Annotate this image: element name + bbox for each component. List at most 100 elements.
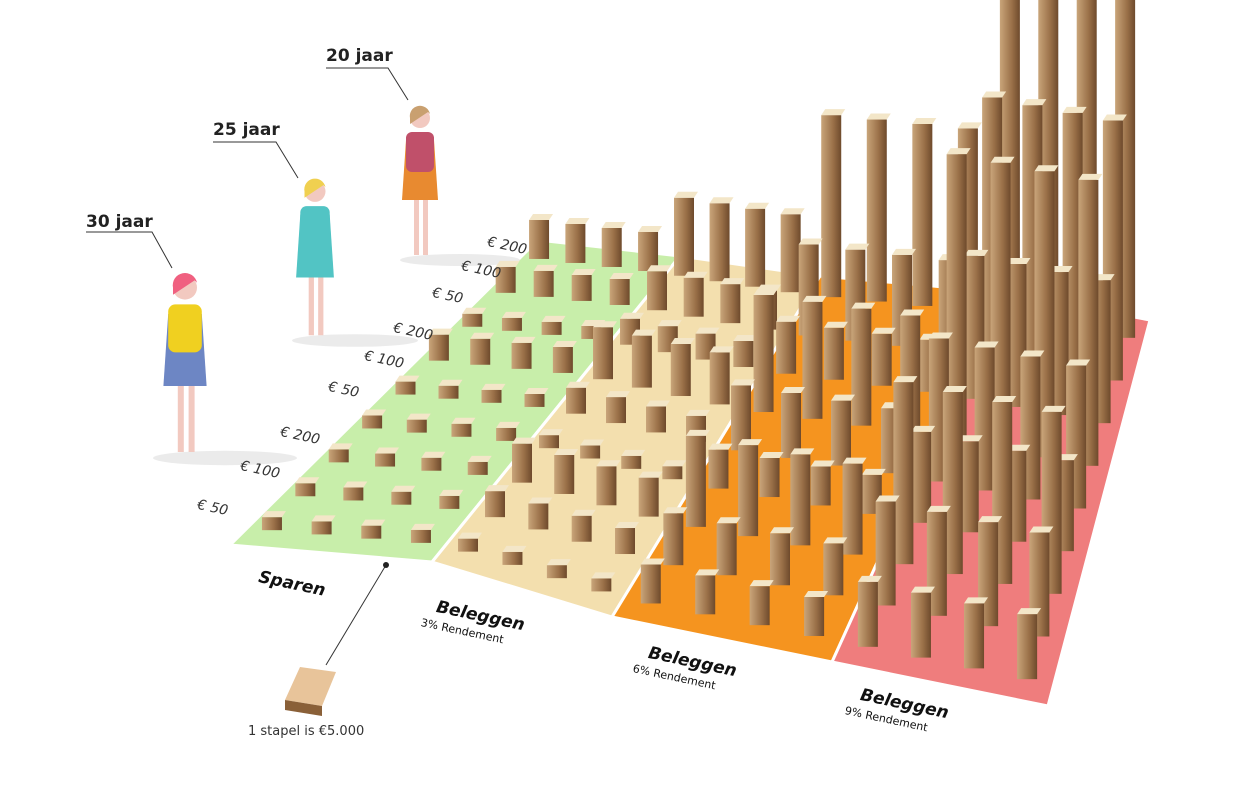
money-stack: [391, 491, 412, 505]
money-stack: [964, 603, 985, 669]
money-stack: [554, 454, 575, 494]
person-leg: [414, 190, 419, 255]
money-stack-top: [646, 400, 670, 407]
money-stack: [638, 477, 659, 517]
money-stack: [593, 327, 613, 380]
money-stack: [770, 533, 790, 586]
money-stack: [458, 538, 478, 552]
money-stack: [631, 335, 652, 388]
money-stack-top: [657, 320, 682, 327]
money-stack-top: [410, 523, 435, 530]
money-stack-top: [462, 307, 487, 314]
money-stack: [533, 270, 554, 297]
money-stack: [481, 389, 502, 403]
money-stack-top: [631, 329, 656, 336]
money-stack-top: [990, 156, 1015, 163]
money-stack-top: [539, 429, 563, 436]
money-stack-top: [957, 122, 982, 129]
money-stack: [552, 346, 573, 373]
money-stack: [546, 565, 567, 579]
money-stack-top: [709, 197, 734, 204]
money-stack: [745, 208, 766, 287]
money-stack: [857, 581, 878, 647]
money-stack-top: [982, 91, 1007, 98]
money-stack-top: [790, 448, 815, 455]
money-stack-top: [798, 238, 823, 245]
money-stack: [565, 223, 586, 263]
money-stack-top: [749, 580, 774, 587]
money-stack: [524, 393, 545, 407]
money-stack-top: [470, 332, 495, 339]
money-stack-top: [1020, 350, 1045, 357]
money-stack: [406, 419, 427, 433]
money-stack: [685, 435, 706, 527]
money-stack-top: [974, 341, 999, 348]
leader-line: [213, 141, 299, 179]
money-stack-top: [1029, 526, 1054, 533]
money-stack-top: [1102, 114, 1127, 121]
person-hair: [409, 105, 430, 124]
money-stack-top: [845, 243, 870, 250]
money-stack-top: [685, 429, 710, 436]
person-shirt: [300, 206, 330, 249]
money-stack: [776, 321, 797, 374]
money-stack-top: [776, 315, 801, 322]
person-shadow: [292, 334, 418, 347]
money-stack-top: [1048, 266, 1073, 273]
money-stack-top: [802, 295, 827, 302]
money-stack-top: [893, 376, 918, 383]
money-stack-top: [821, 109, 846, 116]
money-stack: [485, 491, 505, 518]
money-stack: [362, 415, 383, 429]
money-stack: [780, 214, 801, 293]
money-stack: [875, 501, 896, 606]
money-stack: [591, 578, 612, 592]
money-stack: [749, 586, 770, 626]
money-stack-top: [926, 505, 951, 512]
money-stack-top: [428, 328, 453, 335]
age-label-30: 30 jaar: [86, 212, 153, 232]
money-stack-top: [328, 443, 353, 450]
money-stack-top: [343, 481, 368, 488]
money-stack-top: [928, 332, 953, 339]
money-stack: [646, 406, 666, 433]
money-stack: [851, 308, 872, 426]
money-stack: [606, 397, 626, 424]
money-stack: [529, 219, 550, 259]
money-stack: [662, 466, 683, 480]
money-stack: [823, 543, 844, 596]
person-leg: [423, 190, 428, 255]
money-stack-top: [709, 346, 734, 353]
legend-stack-side: [285, 700, 322, 716]
money-stack: [720, 284, 741, 324]
money-stack-top: [524, 387, 549, 394]
money-stack-top: [912, 117, 937, 124]
money-stack-top: [261, 511, 286, 518]
money-stack-top: [674, 191, 698, 198]
legend-stack-top: [285, 667, 336, 706]
money-stack-top: [780, 208, 805, 215]
money-stack: [753, 295, 774, 413]
person-hair: [304, 178, 326, 198]
money-stack-top: [857, 575, 882, 582]
money-stack: [421, 457, 442, 471]
age-label-20: 20 jaar: [326, 46, 393, 66]
money-stack-top: [546, 559, 571, 566]
money-stack-top: [467, 455, 492, 462]
money-stack-top: [512, 437, 536, 444]
money-stack: [502, 551, 523, 565]
money-stack: [663, 513, 684, 566]
money-stack: [911, 431, 932, 523]
money-stack: [709, 352, 730, 405]
money-stack-top: [596, 460, 621, 467]
money-stack: [866, 119, 887, 302]
money-stack-top: [831, 394, 855, 401]
money-stack: [638, 231, 659, 271]
money-stack-top: [770, 527, 794, 534]
money-stack: [541, 321, 562, 335]
person-leg: [188, 374, 195, 452]
money-stack-top: [421, 451, 446, 458]
money-stack: [295, 483, 316, 497]
money-stack: [615, 528, 635, 555]
money-stack: [695, 575, 716, 615]
